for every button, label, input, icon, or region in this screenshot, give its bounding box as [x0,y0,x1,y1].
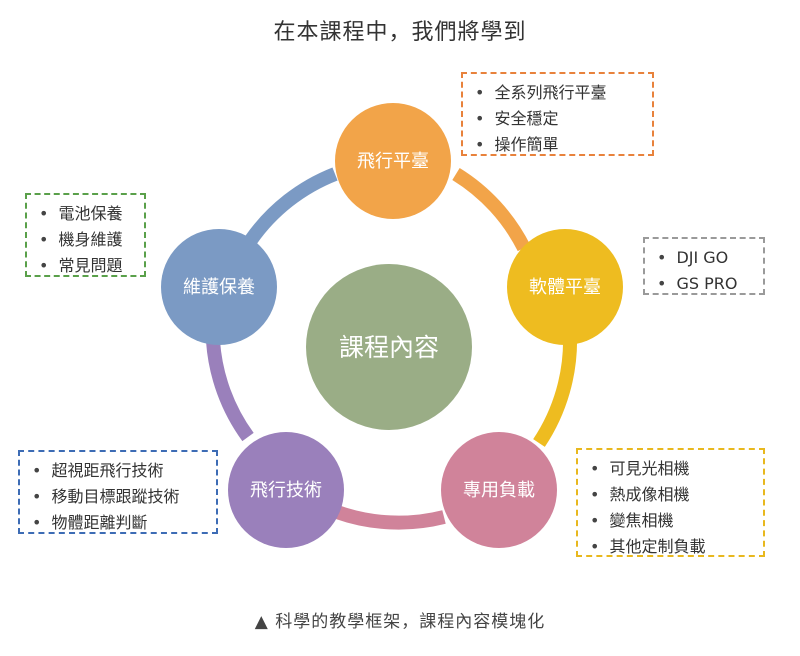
payload-details-box: 可見光相機 熱成像相機 變焦相機 其他定制負載 [576,448,765,557]
list-item: 熱成像相機 [590,482,753,508]
list-item: GS PRO [657,271,753,297]
software-platform-details-box: DJI GO GS PRO [643,237,765,295]
list-item: 常見問題 [39,253,134,279]
list-item: 其他定制負載 [590,534,753,560]
list-item: 可見光相機 [590,456,753,482]
list-item: 機身維護 [39,227,134,253]
list-item: 超視距飛行技術 [32,458,206,484]
list-item: 物體距離判斷 [32,510,206,536]
list-item: 電池保養 [39,201,134,227]
node-flight-technique-label: 飛行技術 [250,480,322,501]
arc-maintenance-to-flight-platform [245,167,338,245]
node-maintenance-label: 維護保養 [183,277,255,298]
maintenance-details-box: 電池保養 機身維護 常見問題 [25,193,146,277]
arc-flight-platform-to-software [452,168,531,252]
node-flight-technique [228,432,344,548]
center-label: 課程內容 [339,333,439,362]
node-flight-platform [335,103,451,219]
list-item: 移動目標跟蹤技術 [32,484,206,510]
node-maintenance [161,229,277,345]
node-payload-label: 專用負載 [463,480,535,501]
diagram-title: 在本課程中，我們將學到 [273,20,527,45]
list-item: DJI GO [657,245,753,271]
node-flight-platform-label: 飛行平臺 [357,151,429,172]
figure-caption: ▲ 科學的教學框架，課程內容模塊化 [254,612,546,632]
node-payload [441,432,557,548]
arc-flight-technique-to-maintenance [206,340,254,442]
node-software-platform-label: 軟體平臺 [529,277,601,298]
list-item: 全系列飛行平臺 [475,80,642,106]
list-item: 操作簡單 [475,132,642,158]
list-item: 安全穩定 [475,106,642,132]
arc-payload-to-flight-technique [334,505,446,530]
arc-software-to-payload [533,334,578,447]
center-circle [306,264,472,430]
flight-technique-details-box: 超視距飛行技術 移動目標跟蹤技術 物體距離判斷 [18,450,218,534]
node-software-platform [507,229,623,345]
flight-platform-details-box: 全系列飛行平臺 安全穩定 操作簡單 [461,72,654,156]
list-item: 變焦相機 [590,508,753,534]
